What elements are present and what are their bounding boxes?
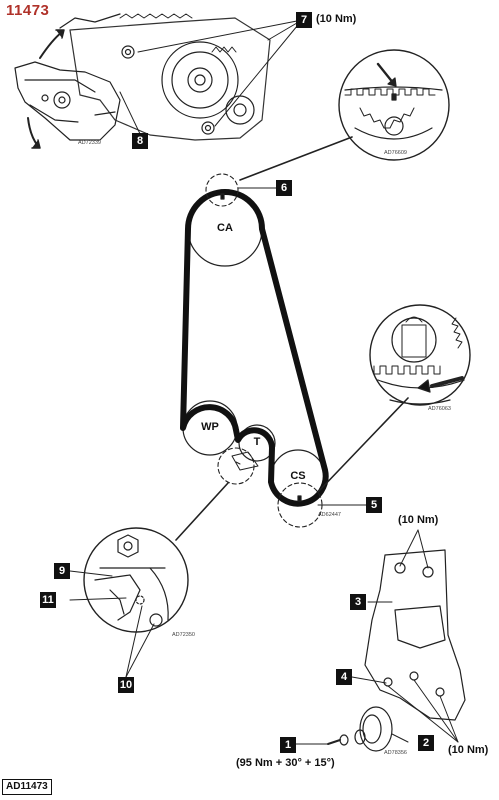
camshaft-pulley-label: CA — [217, 222, 233, 234]
camshaft-mark-detail — [239, 49, 450, 181]
callout-5: 5 — [366, 497, 382, 513]
callout-6: 6 — [276, 180, 292, 196]
ref-tensioner-detail: AD72350 — [172, 632, 195, 638]
callout-4: 4 — [336, 669, 352, 685]
torque-label-1: (95 Nm + 30° + 15°) — [236, 757, 335, 769]
callout-11: 11 — [40, 592, 56, 608]
document-id: 11473 — [6, 2, 50, 19]
torque-label-cover-top: (10 Nm) — [398, 514, 439, 526]
belt-layout — [175, 173, 409, 541]
callout-2: 2 — [418, 735, 434, 751]
ref-pulley-bolt: AD78356 — [384, 750, 407, 756]
torque-label-2: (10 Nm) — [448, 744, 489, 756]
ref-top-left: AD72339 — [78, 140, 101, 146]
torque-label-7: (10 Nm) — [316, 13, 357, 25]
ref-crank-mark: AD76063 — [428, 406, 451, 412]
callout-3: 3 — [350, 594, 366, 610]
callout-10: 10 — [118, 677, 134, 693]
ref-camshaft-mark: AD76609 — [384, 150, 407, 156]
footer-id: AD11473 — [2, 779, 52, 795]
callout-9: 9 — [54, 563, 70, 579]
lower-cover-detail — [295, 529, 466, 752]
tensioner-detail — [69, 527, 189, 678]
ref-crank-dashed: AD62447 — [318, 512, 341, 518]
crankshaft-pulley-label: CS — [290, 470, 306, 482]
callout-7: 7 — [296, 12, 312, 28]
callout-1: 1 — [280, 737, 296, 753]
callout-8: 8 — [132, 133, 148, 149]
crank-mark-detail — [369, 304, 471, 406]
engine-detail-top-left — [14, 13, 303, 149]
tensioner-pulley-label: T — [253, 436, 261, 448]
water-pump-pulley-label: WP — [201, 421, 219, 433]
